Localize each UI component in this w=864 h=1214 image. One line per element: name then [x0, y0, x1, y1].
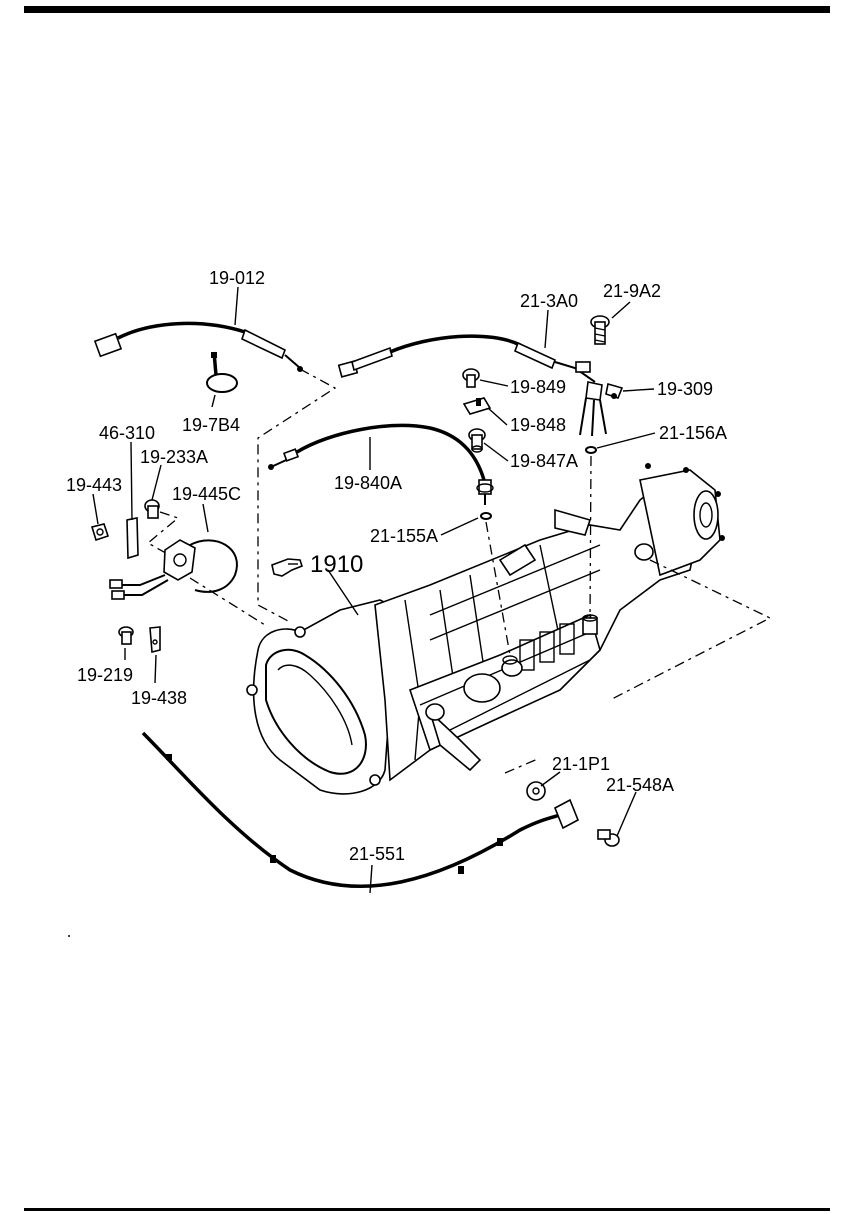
oring-21-156A: [582, 446, 598, 635]
leader-lines: [92, 286, 656, 894]
ref-line-cable-mount: [504, 757, 541, 774]
grommet-21-1P1: [526, 781, 546, 801]
group-number-label: 1910: [310, 551, 363, 578]
label-19-219: 19-219: [77, 665, 133, 685]
label-19-840A: 19-840A: [334, 473, 402, 493]
bolt-21-548A: [597, 829, 620, 847]
label-19-309: 19-309: [657, 379, 713, 399]
harness-19-012: [93, 321, 337, 623]
stray-dot: [68, 935, 70, 937]
label-21-9A2: 21-9A2: [603, 281, 661, 301]
label-19-438: 19-438: [131, 688, 187, 708]
bracket-19-848: [462, 397, 492, 415]
label-21-155A: 21-155A: [370, 526, 438, 546]
bolt-21-9A2: [590, 315, 610, 345]
label-19-443: 19-443: [66, 475, 122, 495]
clamp-19-7B4: [206, 351, 238, 393]
label-19-849: 19-849: [510, 377, 566, 397]
cable-19-840A: [268, 423, 518, 665]
clip-19-309: [605, 382, 624, 399]
cable-21-551: [141, 731, 580, 888]
label-19-012: 19-012: [209, 268, 265, 288]
label-19-7B4: 19-7B4: [182, 415, 240, 435]
label-21-3A0: 21-3A0: [520, 291, 578, 311]
transmission-assembly: [246, 463, 725, 795]
label-21-548A: 21-548A: [606, 775, 674, 795]
bolt-19-847A: [468, 428, 486, 453]
ref-line-extension: [609, 559, 772, 701]
pointing-hand-icon: [271, 558, 303, 577]
bolt-19-849: [462, 368, 480, 388]
label-21-551: 21-551: [349, 844, 405, 864]
bottom-border-rule: [24, 1208, 830, 1211]
label-19-847A: 19-847A: [510, 451, 578, 471]
label-19-233A: 19-233A: [140, 447, 208, 467]
inhibitor-switch-group: [90, 499, 266, 654]
label-19-445C: 19-445C: [172, 484, 241, 504]
label-19-848: 19-848: [510, 415, 566, 435]
harness-21-3A0: [337, 334, 607, 437]
label-21-1P1: 21-1P1: [552, 754, 610, 774]
label-46-310: 46-310: [99, 423, 155, 443]
top-border-rule: [24, 6, 830, 13]
label-21-156A: 21-156A: [659, 423, 727, 443]
